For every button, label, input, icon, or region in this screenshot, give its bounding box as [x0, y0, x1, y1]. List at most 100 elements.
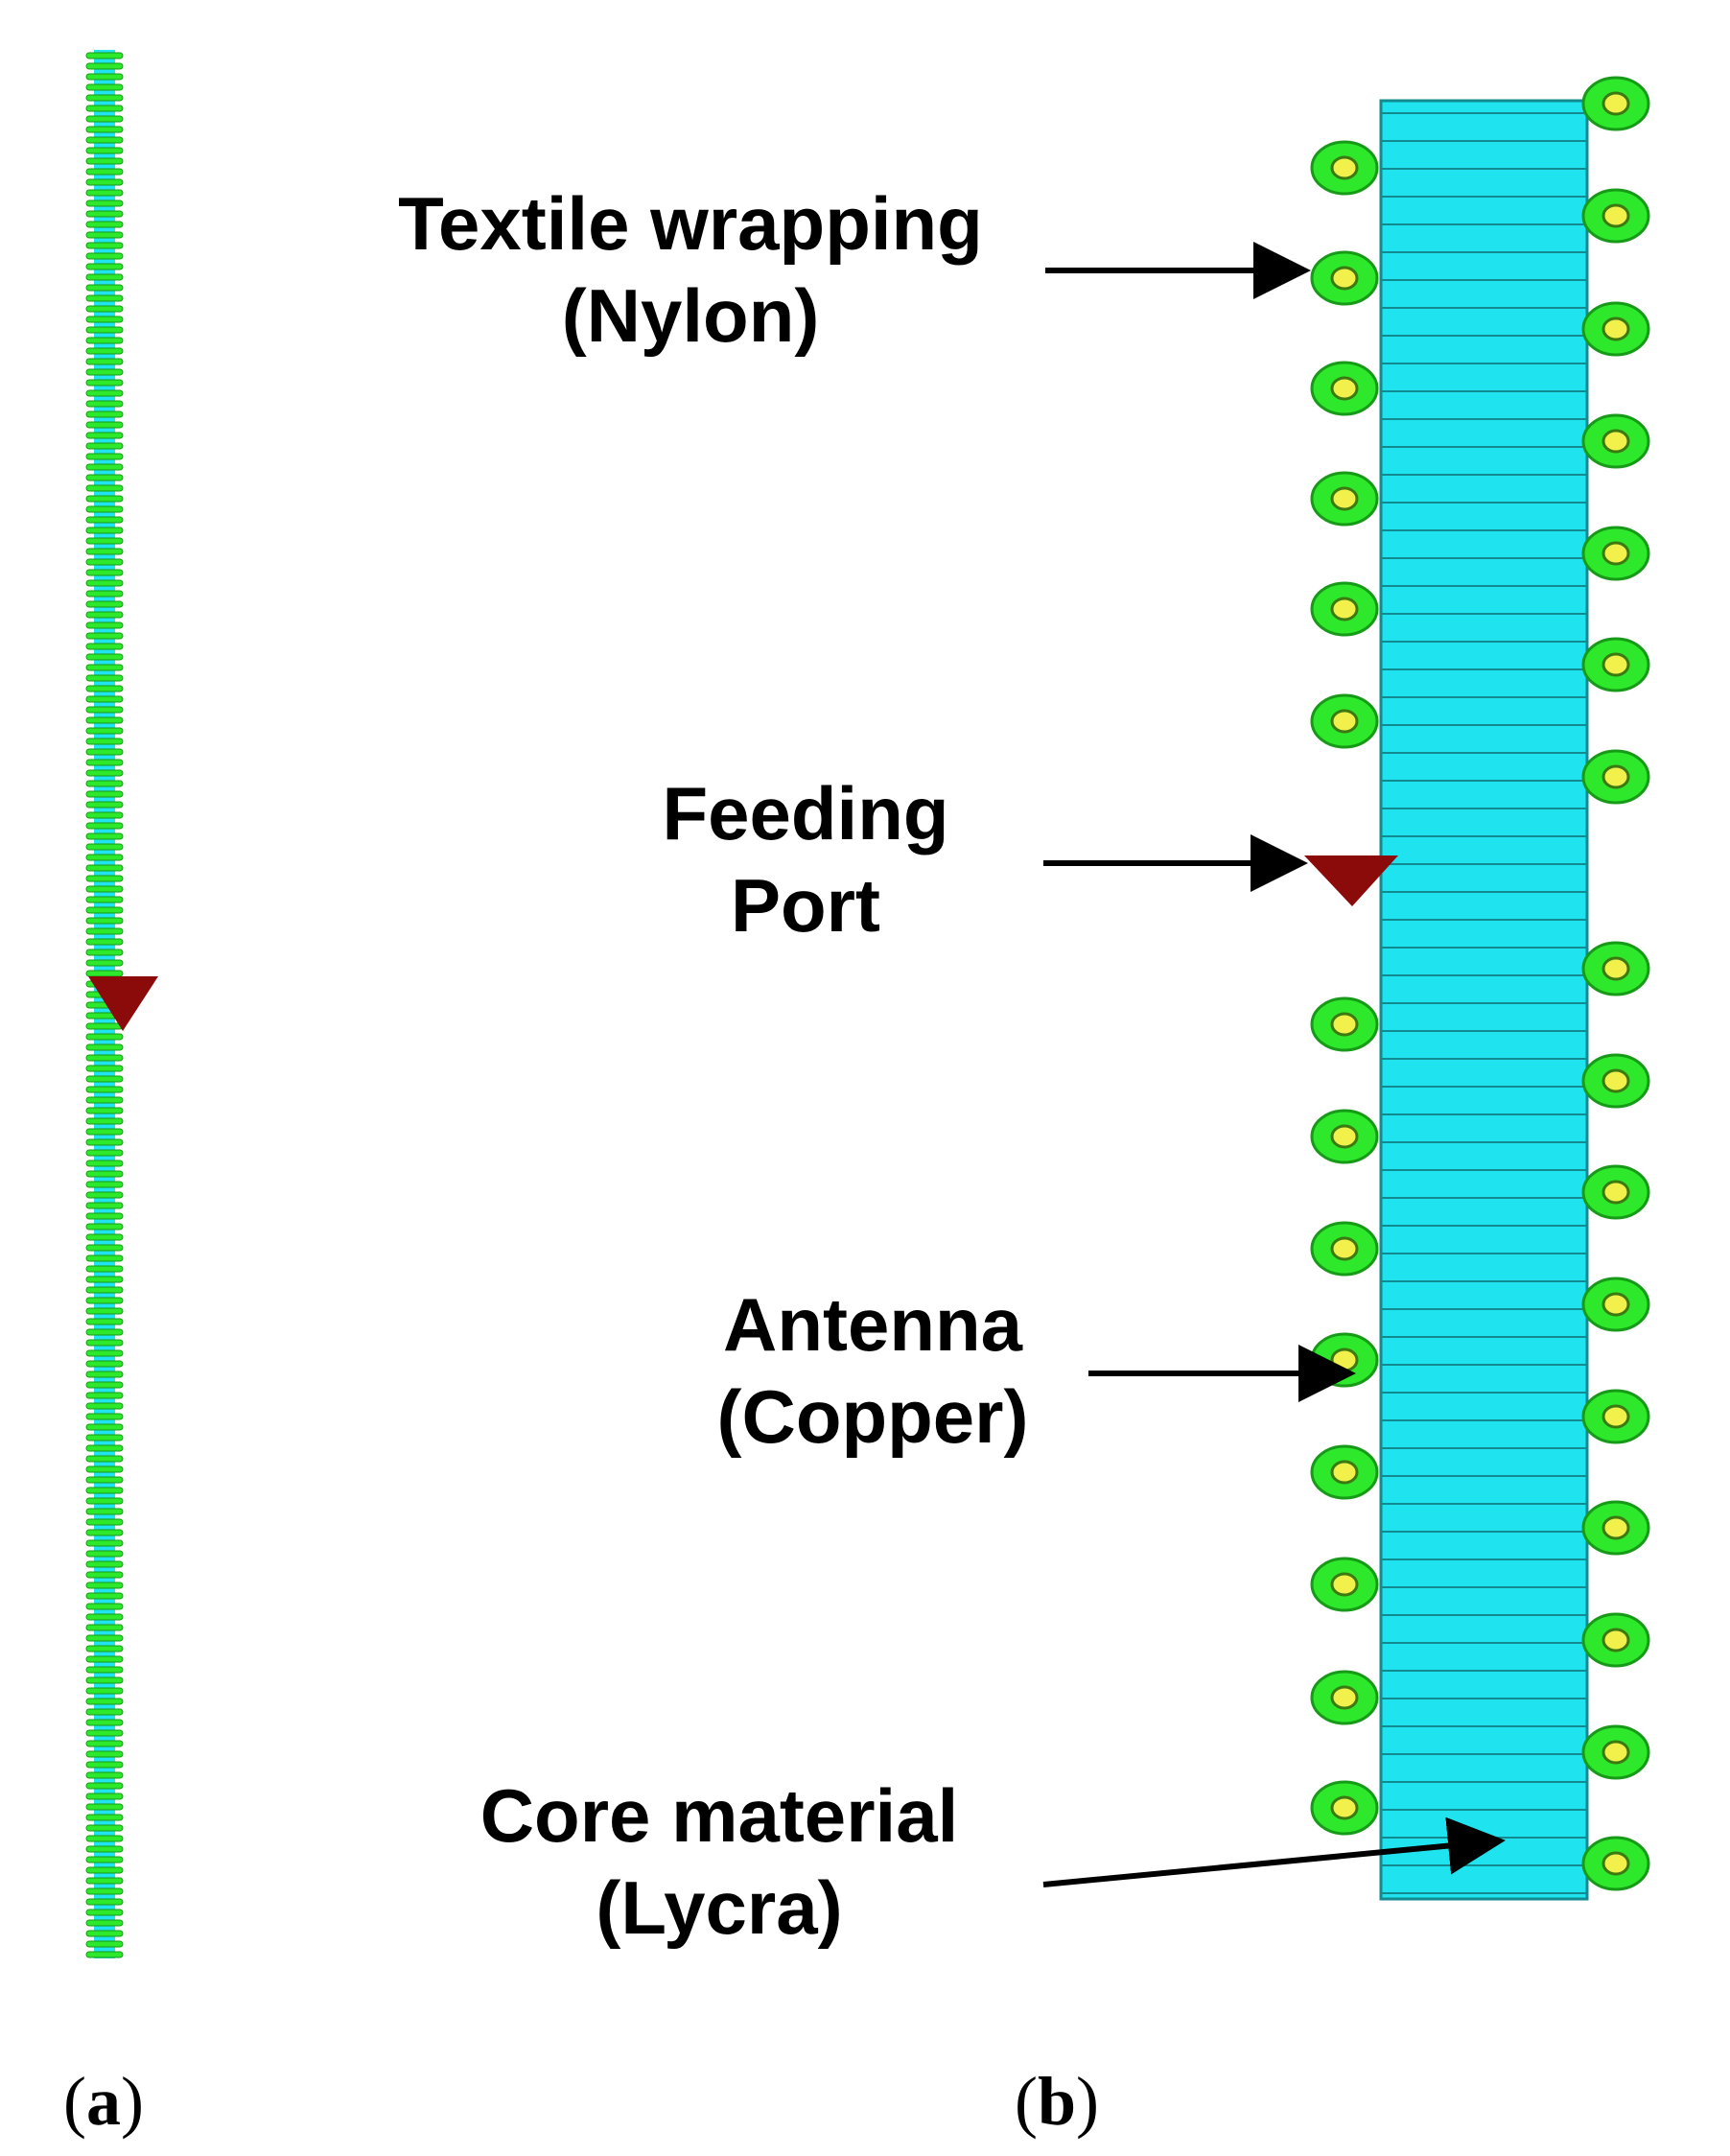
- panel-a-coil-turn: [85, 537, 124, 545]
- panel-a-coil-turn: [85, 495, 124, 503]
- panel-a-coil-turn: [85, 1655, 124, 1663]
- panel-a-feeding-port: [88, 976, 158, 1031]
- panel-a-coil-turn: [85, 368, 124, 376]
- panel-a-coil-turn: [85, 1191, 124, 1199]
- panel-a-coil-turn: [85, 1202, 124, 1209]
- right-coil-turn: [1581, 301, 1650, 357]
- left-coil-turn: [1310, 1670, 1379, 1725]
- right-coil-turn: [1581, 526, 1650, 581]
- panel-a-coil-turn: [85, 1930, 124, 1937]
- panel-a-coil-turn: [85, 854, 124, 861]
- left-coil-turn: [1310, 693, 1379, 749]
- panel-a-coil-turn: [85, 611, 124, 619]
- panel-a-coil-turn: [85, 263, 124, 270]
- panel-a-coil-turn: [85, 1128, 124, 1136]
- panel-a-coil-turn: [85, 1951, 124, 1958]
- panel-a-coil-turn: [85, 168, 124, 176]
- panel-a-coil-turn: [85, 273, 124, 281]
- panel-a-coil-turn: [85, 1138, 124, 1146]
- panel-a-coil-turn: [85, 1856, 124, 1863]
- label-feeding-port: Feeding Port: [614, 767, 997, 951]
- panel-a-coil-turn: [85, 83, 124, 91]
- label-feeding-line1: Feeding: [662, 771, 949, 855]
- panel-a-coil-turn: [85, 1624, 124, 1631]
- panel-a-coil-turn: [85, 1413, 124, 1420]
- panel-a-coil-turn: [85, 695, 124, 703]
- panel-a-coil-turn: [85, 790, 124, 798]
- panel-a-coil-turn: [85, 1571, 124, 1579]
- arrow-core: [1042, 1816, 1506, 1887]
- panel-a-coil-turn: [85, 1909, 124, 1916]
- panel-a-coil-turn: [85, 1708, 124, 1716]
- panel-a-coil-turn: [85, 421, 124, 429]
- panel-a-coil-turn: [85, 1033, 124, 1041]
- right-coil-turn: [1581, 1724, 1650, 1780]
- panel-a-coil-turn: [85, 1529, 124, 1536]
- panel-a-coil-turn: [85, 1814, 124, 1821]
- panel-a-coil-turn: [85, 1054, 124, 1062]
- panel-a-coil-turn: [85, 643, 124, 650]
- panel-a-coil-turn: [85, 896, 124, 903]
- panel-a-coil-turn: [85, 632, 124, 640]
- panel-a-coil-turn: [85, 1771, 124, 1779]
- panel-a-coil-turn: [85, 1782, 124, 1790]
- right-coil-turn: [1581, 76, 1650, 131]
- panel-a-coil-turn: [85, 727, 124, 735]
- panel-a-coil-turn: [85, 474, 124, 481]
- panel-a-coil-turn: [85, 1181, 124, 1188]
- right-coil-turn: [1581, 413, 1650, 469]
- right-coil-turn: [1581, 637, 1650, 692]
- panel-a-coil-turn: [85, 1434, 124, 1441]
- panel-a-coil-turn: [85, 1761, 124, 1769]
- panel-a-coil-turn: [85, 305, 124, 313]
- panel-a-coil-turn: [85, 1170, 124, 1178]
- panel-label-a: (a): [63, 2063, 144, 2140]
- panel-a-coil-turn: [85, 1297, 124, 1304]
- left-coil-turns: [1310, 140, 1379, 1836]
- left-coil-turn: [1310, 361, 1379, 416]
- panel-a-coil-turn: [85, 1487, 124, 1494]
- panel-a-coil-turn: [85, 558, 124, 566]
- panel-a-coil-turn: [85, 1560, 124, 1568]
- panel-a-coil-turn: [85, 347, 124, 355]
- panel-a-coil-turn: [85, 1919, 124, 1927]
- panel-a-coil-turn: [85, 1592, 124, 1600]
- panel-a-coil-turn: [85, 527, 124, 534]
- label-core-line2: (Lycra): [596, 1865, 843, 1950]
- label-antenna-line2: (Copper): [716, 1374, 1029, 1459]
- panel-a-coil-turn: [85, 579, 124, 587]
- panel-a-coil-turn: [85, 453, 124, 460]
- label-core-material: Core material (Lycra): [422, 1769, 1017, 1954]
- panel-a-coil-turn: [85, 1824, 124, 1832]
- panel-a-coil-turn: [85, 210, 124, 218]
- panel-a-coil-turn: [85, 337, 124, 344]
- panel-a-coil-turn: [85, 1328, 124, 1336]
- panel-a-coil-turn: [85, 1381, 124, 1389]
- panel-a-coil-turn: [85, 147, 124, 154]
- panel-a-coil-turn: [85, 242, 124, 249]
- panel-a-coil-turn: [85, 569, 124, 576]
- panel-a-coil-turn: [85, 674, 124, 682]
- panel-a-coil-turn: [85, 1866, 124, 1874]
- panel-a-coil-turn: [85, 294, 124, 302]
- panel-a-coil-turn: [85, 1508, 124, 1515]
- panel-a-coil-turn: [85, 621, 124, 629]
- left-coil-turn: [1310, 1109, 1379, 1164]
- panel-a-coil-turn: [85, 189, 124, 197]
- panel-a-coil-turn: [85, 1940, 124, 1948]
- panel-a-coil-turn: [85, 126, 124, 133]
- panel-a-coil-turn: [85, 484, 124, 492]
- panel-a-coil-turn: [85, 600, 124, 608]
- label-wrapping-line1: Textile wrapping: [398, 181, 983, 266]
- panel-a-coil-turn: [85, 864, 124, 872]
- panel-a-coil-turn: [85, 949, 124, 956]
- feeding-port-marker: [1304, 855, 1398, 906]
- panel-a-coil-turn: [85, 759, 124, 766]
- panel-a-coil-turn: [85, 1223, 124, 1230]
- label-textile-wrapping: Textile wrapping (Nylon): [345, 177, 1036, 362]
- panel-a-coil-turn: [85, 1096, 124, 1104]
- panel-a-coil-turn: [85, 1497, 124, 1505]
- right-coil-turn: [1581, 941, 1650, 996]
